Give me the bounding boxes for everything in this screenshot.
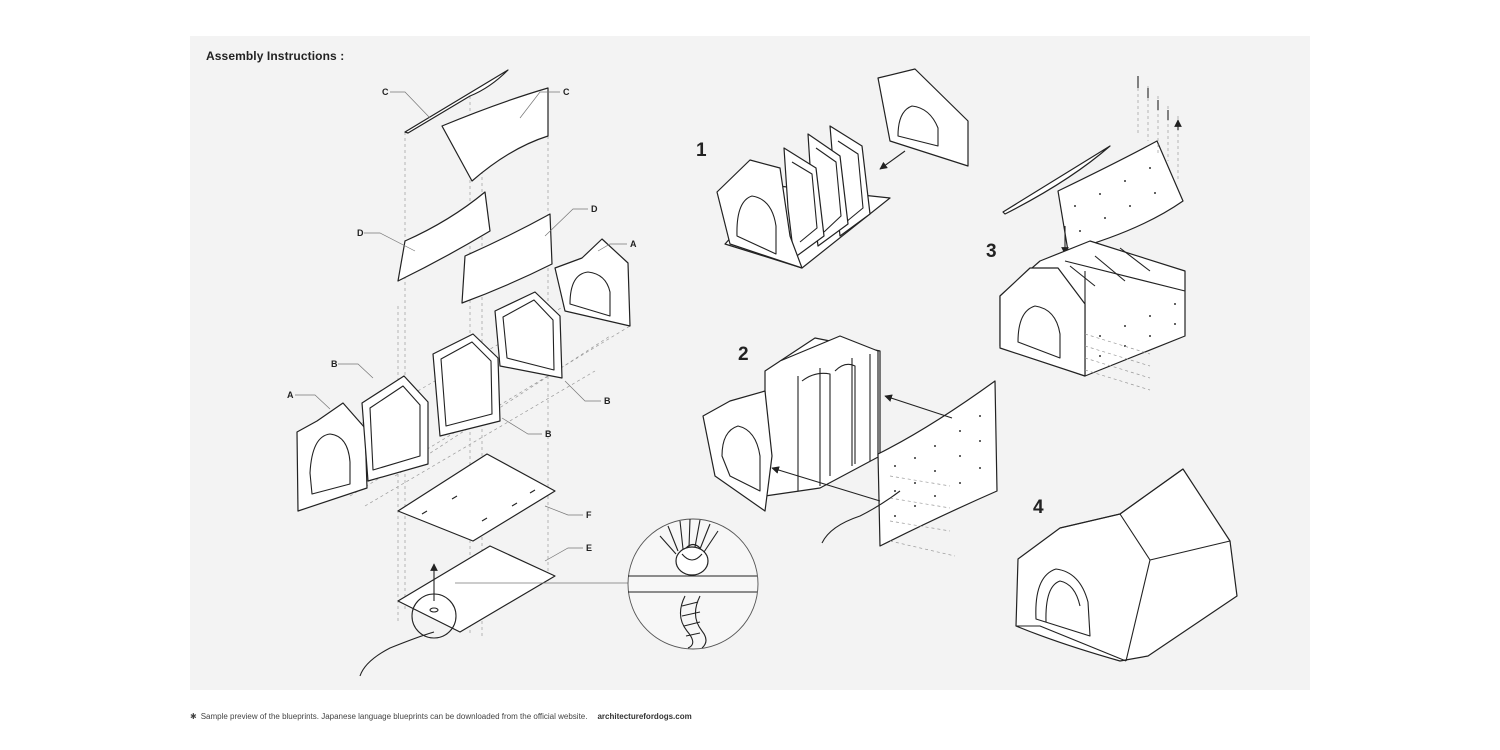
step-3-number: 3 <box>986 241 997 262</box>
sheet-title: Assembly Instructions : <box>206 49 345 63</box>
step-2-diagram: 2 <box>702 335 998 557</box>
label-b-right: B <box>604 396 611 406</box>
step-4-number: 4 <box>1033 497 1044 518</box>
wall-frame-a-back <box>554 238 631 327</box>
website-link[interactable]: architecturefordogs.com <box>597 712 692 721</box>
label-f: F <box>586 510 592 520</box>
step-1-number: 1 <box>696 140 707 161</box>
roof-panel-c-right <box>441 87 549 182</box>
label-c-right: C <box>563 87 570 97</box>
bullet-icon: ✱ <box>190 712 197 721</box>
label-e: E <box>586 543 592 553</box>
floor-panel-f <box>397 453 556 542</box>
wall-frame-b-2 <box>432 333 501 437</box>
wall-frame-b-3 <box>494 291 563 379</box>
exploded-view: C C D D A A B B B F E <box>287 69 759 677</box>
side-panel-d-left <box>397 191 491 282</box>
label-c-left: C <box>382 87 389 97</box>
wall-frame-a-front <box>296 402 368 512</box>
label-b-mid: B <box>545 429 552 439</box>
blueprint-sheet: Assembly Instructions : <box>190 36 1310 690</box>
rope-detail <box>455 518 759 650</box>
label-a-left: A <box>287 390 294 400</box>
perforated-sheet-step-2 <box>877 380 998 547</box>
step-3-diagram: 3 <box>986 76 1185 391</box>
step-4-diagram: 4 <box>1015 468 1238 662</box>
side-panel-d-right <box>461 213 553 304</box>
perforated-roof-step-3 <box>1057 140 1184 252</box>
label-d-left: D <box>357 228 364 238</box>
footer-note: ✱Sample preview of the blueprints. Japan… <box>190 712 692 721</box>
wall-frame-b-1 <box>361 375 429 482</box>
label-b-left: B <box>331 359 338 369</box>
label-d-right: D <box>591 204 598 214</box>
base-panel-e <box>359 545 556 677</box>
label-a-right: A <box>630 239 637 249</box>
step-1-diagram: 1 <box>696 68 969 269</box>
step-2-number: 2 <box>738 344 749 365</box>
footer-text: Sample preview of the blueprints. Japane… <box>200 712 588 721</box>
roof-panel-c-left <box>404 69 509 134</box>
assembly-drawing: C C D D A A B B B F E 1 <box>287 68 1238 677</box>
